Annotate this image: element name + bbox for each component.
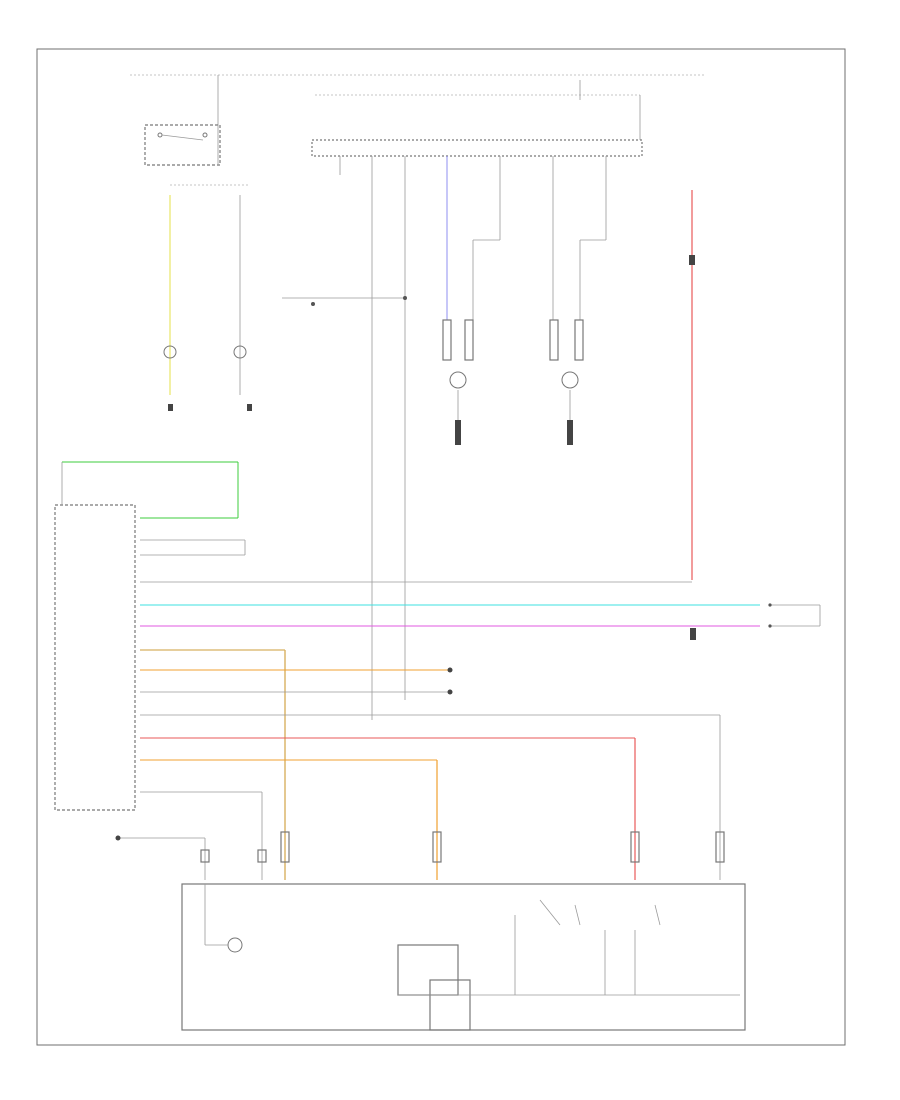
red-feed <box>140 190 695 583</box>
right-switch <box>690 603 821 640</box>
fuse-drops <box>446 156 607 320</box>
module-connectors <box>200 831 725 863</box>
left-lamp-branches <box>163 184 252 411</box>
signal-wires <box>140 604 760 880</box>
mid-switch <box>282 296 407 306</box>
fuse-block-row <box>311 139 643 720</box>
control-module <box>181 883 746 1031</box>
bottom-left-ground <box>115 835 206 880</box>
top-bus-lines <box>130 74 705 140</box>
relay-box <box>144 124 221 166</box>
diagram-frame <box>36 48 846 1046</box>
center-lamps <box>442 319 584 445</box>
instrument-cluster-connector <box>54 461 246 811</box>
